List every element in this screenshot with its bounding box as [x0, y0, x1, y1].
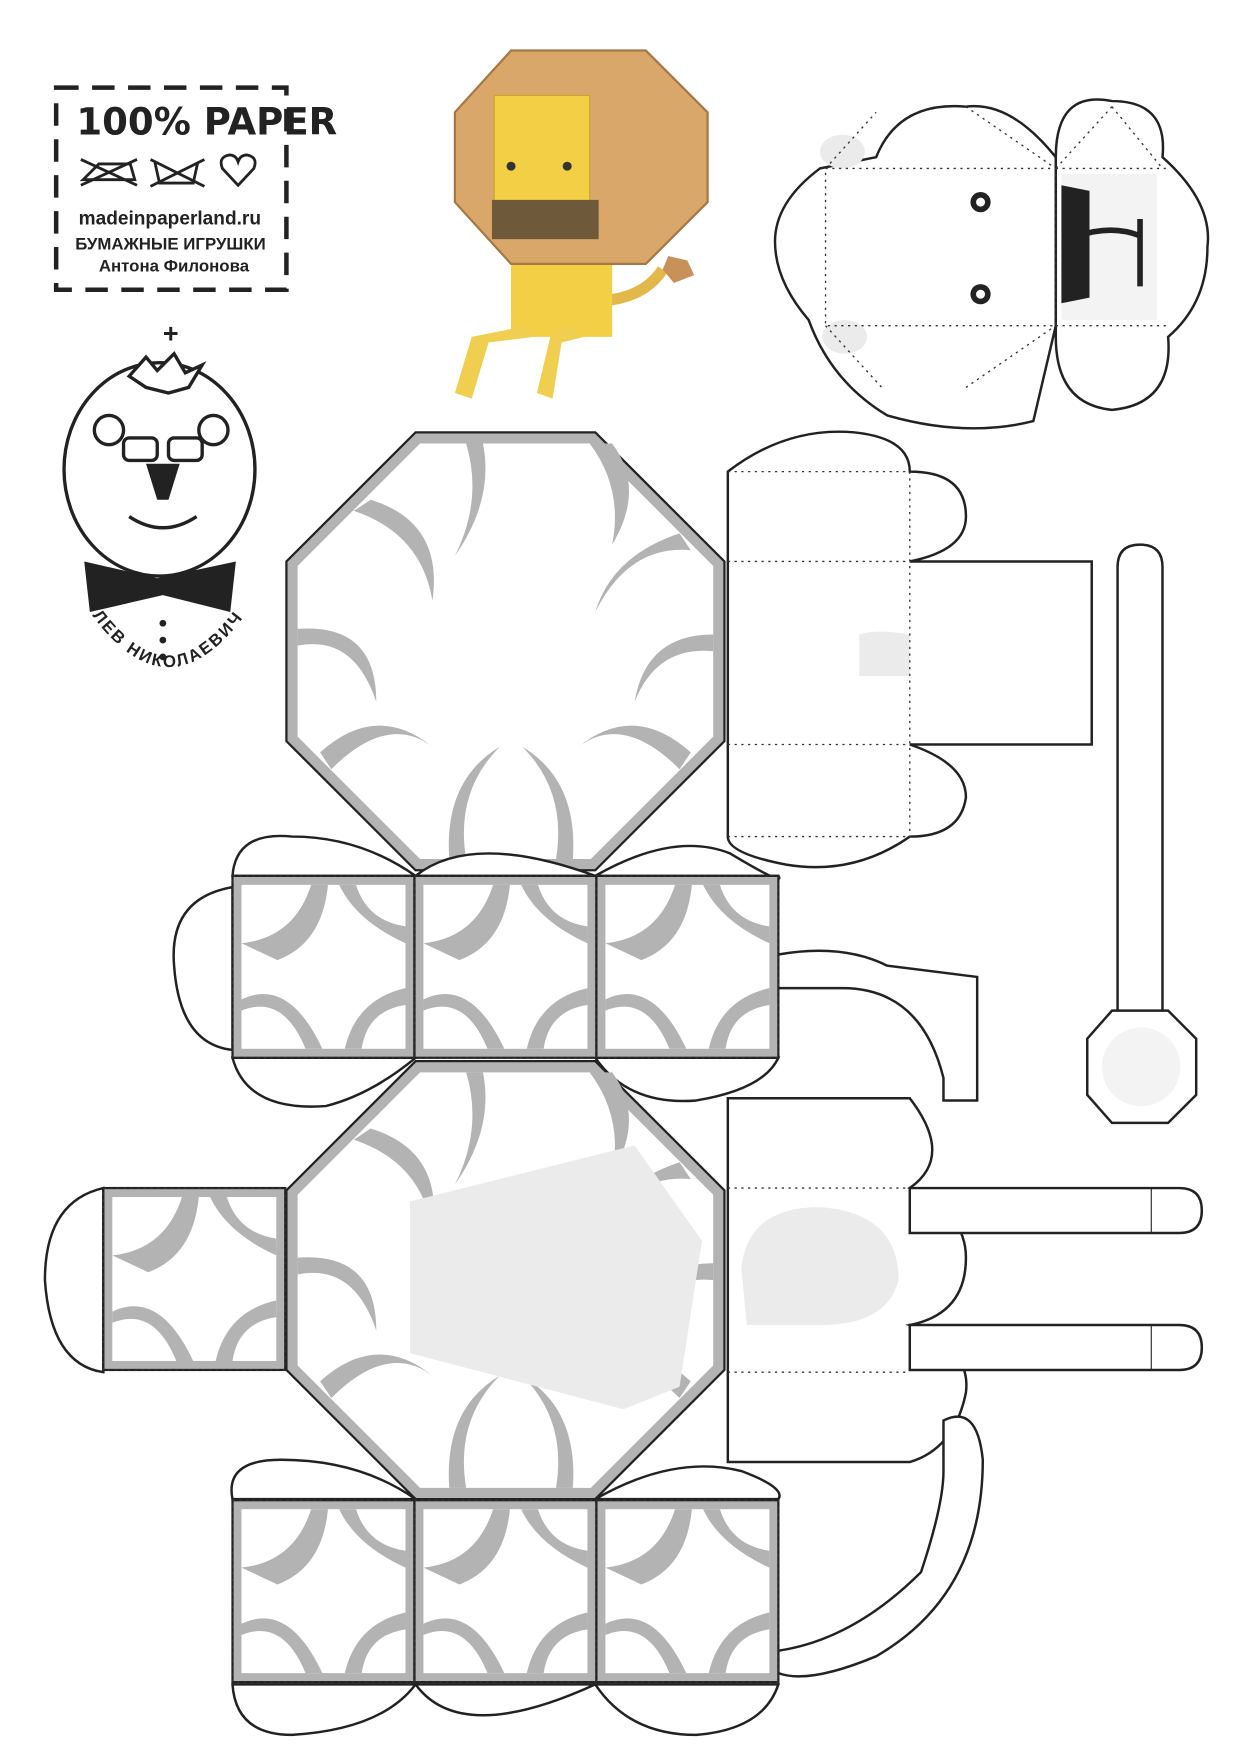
label-headline: 100% PAPER	[76, 101, 337, 144]
mascot-lion-logo: ЛЕВ НИКОЛАЕВИЧ	[62, 350, 257, 671]
mane-octagon-bottom	[285, 1060, 726, 1501]
mane-octagon-top	[285, 431, 726, 872]
body-piece-bottom	[726, 1096, 1204, 1678]
paw-square-left	[43, 1186, 287, 1374]
face-piece	[773, 98, 1210, 430]
paw-squares-row-1	[172, 834, 979, 1108]
dashed-border	[53, 85, 289, 292]
body-piece-top	[726, 430, 1093, 869]
no-washing-icon	[149, 158, 206, 188]
assembled-lion-photo	[453, 49, 709, 399]
plus-sign: +	[163, 318, 179, 348]
heart-icon	[219, 153, 257, 188]
label-line1: БУМАЖНЫЕ ИГРУШКИ	[75, 234, 265, 253]
tail-piece	[1086, 543, 1198, 1125]
label-line2: Антона Филонова	[99, 257, 250, 276]
chest-patch	[409, 1145, 702, 1410]
brand-label: 100% PAPER madeinpaperland.ru БУМАЖНЫЕ И…	[53, 85, 337, 292]
svg-text:ЛЕВ НИКОЛАЕВИЧ: ЛЕВ НИКОЛАЕВИЧ	[89, 606, 247, 671]
label-website: madeinpaperland.ru	[79, 209, 261, 230]
mascot-name: ЛЕВ НИКОЛАЕВИЧ	[89, 606, 245, 671]
belly-patch	[741, 1207, 899, 1326]
paw-squares-row-2	[230, 1458, 781, 1737]
no-ironing-icon	[79, 158, 138, 187]
bow-tie-icon	[84, 561, 236, 612]
